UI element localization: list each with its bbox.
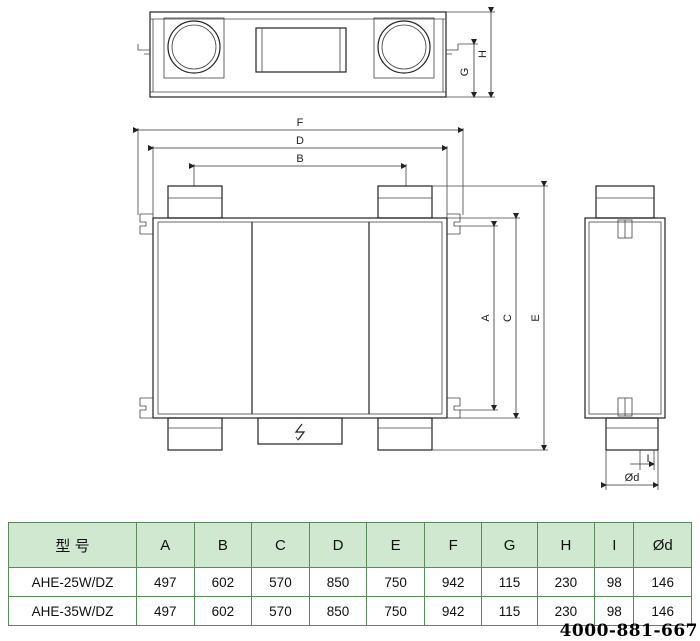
cell-model: AHE-25W/DZ xyxy=(8,567,137,597)
dim-label-h: H xyxy=(477,50,489,58)
cell-c: 570 xyxy=(251,596,310,626)
cell-g: 115 xyxy=(481,596,538,626)
header-c: C xyxy=(251,522,310,568)
header-od: Ød xyxy=(633,522,692,568)
header-h: H xyxy=(536,522,596,568)
cell-b: 602 xyxy=(193,596,253,626)
cell-h: 230 xyxy=(536,596,596,626)
cell-e: 750 xyxy=(366,596,425,626)
cell-h: 230 xyxy=(536,567,596,597)
cell-a: 497 xyxy=(136,567,195,597)
header-f: F xyxy=(423,522,483,568)
watermark-phone: 4000-881-667 xyxy=(559,621,698,641)
dim-label-e: E xyxy=(530,314,542,321)
cell-d: 850 xyxy=(308,596,368,626)
dim-label-g: G xyxy=(459,68,471,77)
dimension-drawing: G H F D B xyxy=(133,7,666,490)
cell-a: 497 xyxy=(136,596,195,626)
cell-f: 942 xyxy=(423,596,483,626)
dim-label-od: Ød xyxy=(625,472,640,484)
cell-f: 942 xyxy=(423,567,483,597)
header-a: A xyxy=(136,522,195,568)
spec-table: 型 号 A B C D E F G H I Ød AHE-25W/DZ 497 … xyxy=(8,522,692,626)
front-view: F D B A xyxy=(133,117,548,451)
cell-od: 146 xyxy=(633,596,692,626)
table-row: AHE-25W/DZ 497 602 570 850 750 942 115 2… xyxy=(8,567,692,597)
dim-label-b: B xyxy=(296,153,303,165)
cell-i: 98 xyxy=(594,596,635,626)
header-g: G xyxy=(481,522,538,568)
cell-b: 602 xyxy=(193,567,253,597)
dim-label-i: I xyxy=(646,453,649,465)
table-header-row: 型 号 A B C D E F G H I Ød xyxy=(8,522,692,568)
dim-label-f: F xyxy=(297,117,304,129)
header-model: 型 号 xyxy=(8,522,137,568)
cell-c: 570 xyxy=(251,567,310,597)
dim-label-a: A xyxy=(480,314,492,322)
table-row: AHE-35W/DZ 497 602 570 850 750 942 115 2… xyxy=(8,596,692,626)
header-i: I xyxy=(594,522,635,568)
cell-od: 146 xyxy=(633,567,692,597)
header-d: D xyxy=(308,522,368,568)
cell-g: 115 xyxy=(481,567,538,597)
header-e: E xyxy=(366,522,425,568)
cell-i: 98 xyxy=(594,567,635,597)
top-view: G H xyxy=(137,7,495,98)
dim-label-d: D xyxy=(296,135,304,147)
header-b: B xyxy=(193,522,253,568)
cell-d: 850 xyxy=(308,567,368,597)
dim-label-c: C xyxy=(502,314,514,322)
side-view: I Ød xyxy=(584,185,666,490)
cell-model: AHE-35W/DZ xyxy=(8,596,137,626)
cell-e: 750 xyxy=(366,567,425,597)
